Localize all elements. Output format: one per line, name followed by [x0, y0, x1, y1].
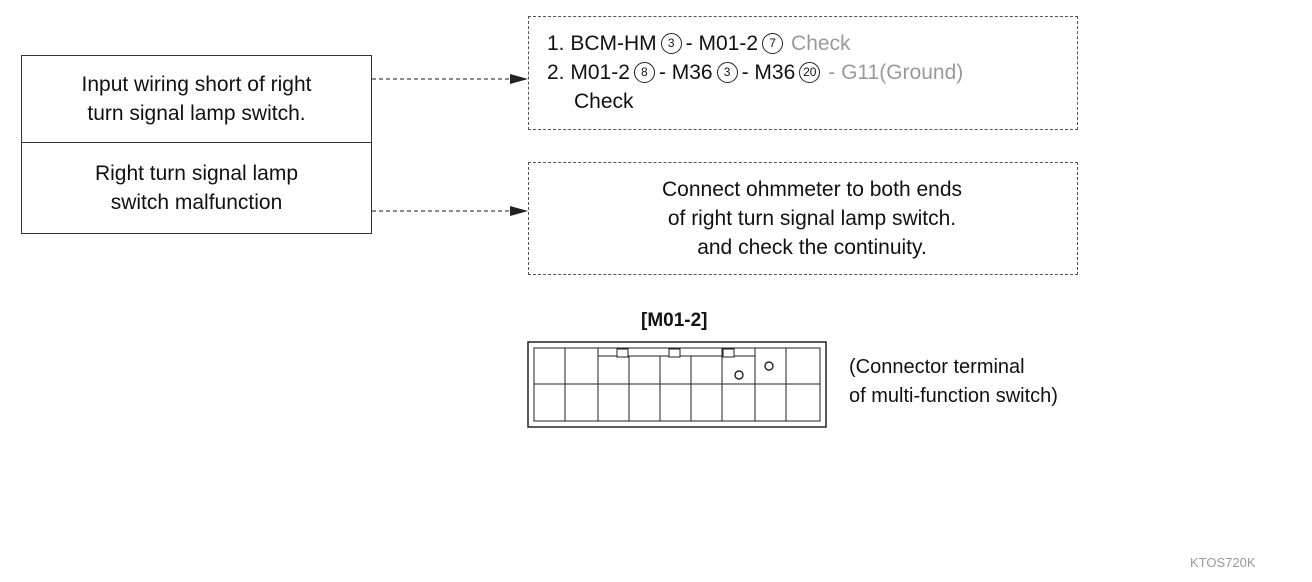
cause-cell-1: Input wiring short of right turn signal …	[22, 56, 371, 143]
ohmmeter-line1: Connect ohmmeter to both ends	[661, 178, 962, 201]
step1-mid: - M01-2	[685, 32, 759, 55]
step2-line2: Check	[574, 90, 634, 113]
step2-mid2: - M36	[741, 61, 796, 84]
step1-prefix: 1. BCM-HM	[547, 32, 657, 55]
connector-note: (Connector terminal of multi-function sw…	[849, 353, 1058, 411]
ohmmeter-line3: and check the continuity.	[697, 236, 927, 259]
check-step-1: 1. BCM-HM 3 - M01-2 7 Check	[547, 29, 1077, 58]
pin-circle: 3	[660, 33, 682, 54]
step2-prefix: 2. M01-2	[547, 61, 630, 84]
step2-suffix: - G11(Ground)	[828, 61, 964, 84]
check-step-2: 2. M01-2 8 - M36 3 - M36 20 - G11(Ground…	[547, 58, 1077, 87]
connector-label: [M01-2]	[641, 310, 708, 331]
connector-note-line1: (Connector terminal	[849, 356, 1025, 378]
check-steps-box: 1. BCM-HM 3 - M01-2 7 Check 2. M01-2 8 -…	[528, 16, 1078, 130]
pin-circle: 7	[762, 33, 784, 54]
figure-code: KTOS720K	[1190, 555, 1256, 570]
cause-2-line2: switch malfunction	[110, 191, 283, 214]
arrowhead-1	[510, 74, 528, 84]
pin-circle: 20	[799, 62, 821, 83]
step1-suffix: Check	[791, 32, 851, 55]
terminal-7-pin	[734, 370, 744, 380]
step2-mid1: - M36	[658, 61, 713, 84]
connector-note-line2: of multi-function switch)	[849, 385, 1058, 407]
ohmmeter-line2: of right turn signal lamp switch.	[667, 207, 957, 230]
cause-2-line1: Right turn signal lamp	[94, 162, 299, 185]
cause-table: Input wiring short of right turn signal …	[21, 55, 372, 234]
cause-1-line2: turn signal lamp switch.	[87, 102, 306, 125]
pin-circle: 8	[633, 62, 655, 83]
check-step-2-cont: Check	[547, 87, 1077, 116]
connector-diagram	[527, 341, 827, 428]
terminal-8-pin	[764, 361, 774, 371]
cause-1-line1: Input wiring short of right	[81, 73, 312, 96]
ohmmeter-box: Connect ohmmeter to both ends of right t…	[528, 162, 1078, 275]
cause-cell-2: Right turn signal lamp switch malfunctio…	[22, 143, 371, 233]
pin-circle: 3	[716, 62, 738, 83]
arrowhead-2	[510, 206, 528, 216]
